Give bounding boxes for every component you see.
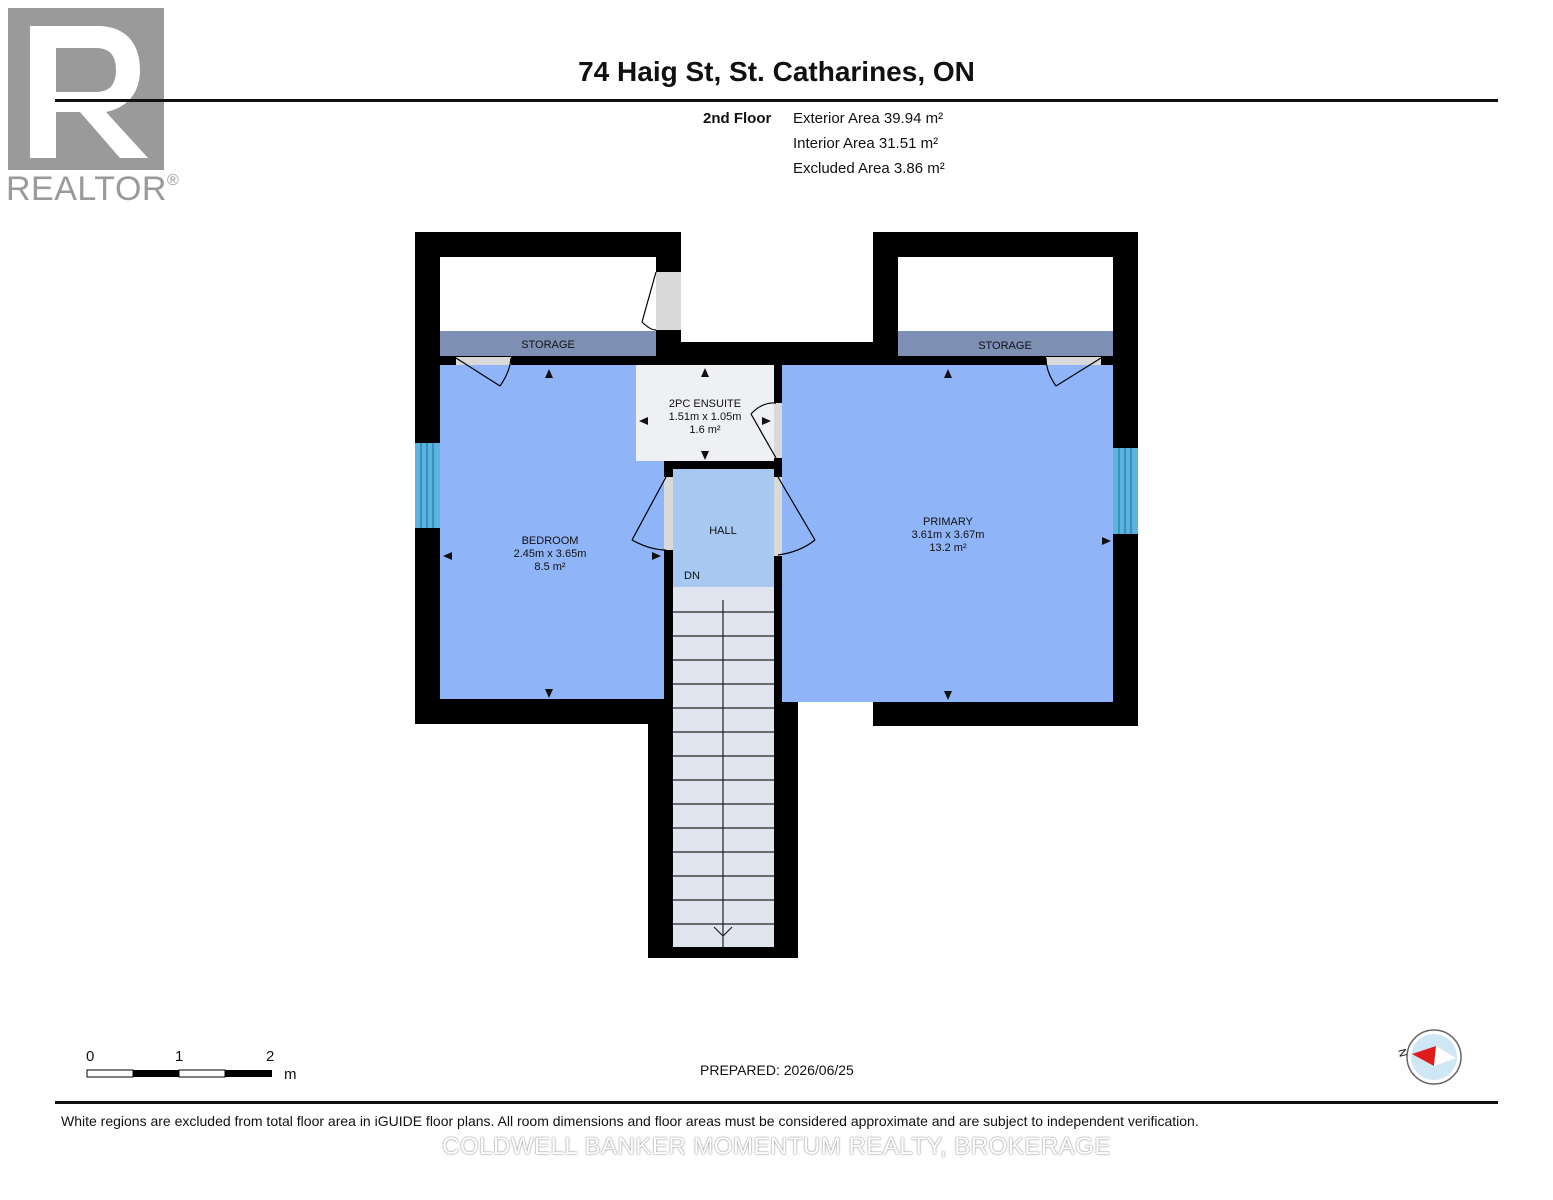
bedroom-name: BEDROOM [522,535,579,547]
page-title: 74 Haig St, St. Catharines, ON [578,56,975,87]
primary-name: PRIMARY [923,516,974,528]
dimension-arrows [443,368,1111,700]
stairs-label: DN [684,570,700,582]
ensuite-dims: 1.51m x 1.05m [669,411,742,423]
bedroom-dims: 2.45m x 3.65m [514,548,587,560]
compass-icon: N [1395,1029,1462,1085]
excluded-region-left [440,257,656,331]
ensuite-name: 2PC ENSUITE [669,398,741,410]
primary-room [782,365,1113,702]
primary-dims: 3.61m x 3.67m [912,529,985,541]
floor-plan: STORAGE STORAGE [415,232,1138,958]
storage-left [440,331,656,356]
scale-unit: m [284,1066,297,1083]
compass-north-label: N [1395,1048,1409,1059]
hall-room [673,469,774,587]
storage-right [898,331,1113,356]
hall-name: HALL [709,525,737,537]
ensuite-area: 1.6 m² [689,424,721,436]
storage-right-label: STORAGE [978,340,1032,352]
primary-area: 13.2 m² [929,542,967,554]
prepared-date: PREPARED: 2026/06/25 [700,1062,854,1078]
scale-tick-0: 0 [86,1048,95,1065]
footer-rule [55,1101,1498,1104]
scale-tick-1: 1 [175,1048,184,1065]
scale-tick-2: 2 [266,1048,275,1065]
storage-left-label: STORAGE [521,339,575,351]
doors [455,271,1102,556]
realtor-wordmark: REALTOR® [6,170,180,208]
excluded-region-right [898,257,1113,331]
exterior-area: Exterior Area 39.94 m² [793,110,944,127]
excluded-area: Excluded Area 3.86 m² [793,160,945,177]
ensuite-room [636,365,774,461]
disclaimer-text: White regions are excluded from total fl… [61,1113,1199,1129]
header-rule [55,99,1498,102]
scale-bar [86,1069,272,1078]
bedroom-room [440,365,664,699]
realtor-logo-icon [8,8,164,170]
bedroom-area: 8.5 m² [534,561,566,573]
stair-treads [673,600,774,947]
stair-down-arrow-icon [713,926,733,937]
floor-label: 2nd Floor [703,110,772,127]
brokerage-watermark: COLDWELL BANKER MOMENTUM REALTY, BROKERA… [442,1133,1111,1160]
interior-area: Interior Area 31.51 m² [793,135,939,152]
